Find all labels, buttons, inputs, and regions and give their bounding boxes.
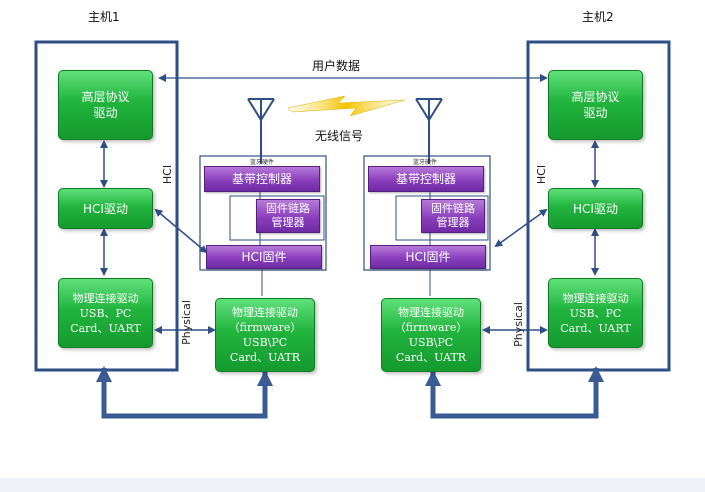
bt-hw-caption-1: 蓝牙硬件 — [250, 159, 275, 166]
fw-phys-line1: 物理连接驱动 — [232, 306, 298, 319]
hci-firmware-label: HCI固件 — [241, 249, 287, 264]
antenna-icon — [247, 98, 275, 164]
hci-firmware-2: HCI固件 — [370, 245, 486, 269]
bt-hw-frame-2 — [363, 155, 491, 271]
fw-phys-line2: （firmware） — [394, 321, 468, 334]
arrow-hci-1 — [154, 208, 208, 254]
phys-driver-line1: 物理连接驱动 — [562, 291, 629, 305]
fw-physical-driver-1: 物理连接驱动 （firmware） USB\PC Card、UATR — [215, 298, 315, 372]
bt-hw-caption-2: 蓝牙硬件 — [413, 159, 438, 166]
baseband-controller-2: 基带控制器 — [368, 166, 484, 192]
upper-driver-line1: 高层协议 — [571, 90, 620, 104]
bottom-strip — [0, 478, 705, 492]
wireless-signal-icon — [287, 95, 406, 117]
hci-driver-2: HCI驱动 — [548, 188, 643, 229]
fw-phys-line4: Card、UATR — [395, 351, 467, 364]
physical-driver-2: 物理连接驱动 USB、PC Card、UART — [548, 278, 643, 348]
baseband-controller-1: 基带控制器 — [204, 166, 320, 192]
host1-title: 主机1 — [88, 10, 120, 24]
fw-phys-line3: USB\PC — [408, 336, 454, 349]
antenna-icon — [415, 98, 443, 164]
hci-driver-label: HCI驱动 — [83, 201, 128, 216]
link-manager-frame-1 — [229, 195, 325, 241]
fw-phys-line4: Card、UATR — [229, 351, 301, 364]
fw-phys-line2: （firmware） — [228, 321, 302, 334]
physical-link-2 — [430, 368, 599, 419]
hci-firmware-label: HCI固件 — [405, 249, 451, 264]
fw-physical-driver-2: 物理连接驱动 （firmware） USB\PC Card、UATR — [381, 298, 481, 372]
upper-driver-line2: 驱动 — [583, 106, 608, 120]
user-data-label: 用户数据 — [312, 59, 361, 73]
hci-firmware-1: HCI固件 — [206, 245, 322, 269]
hci-driver-label: HCI驱动 — [573, 201, 618, 216]
baseband-label: 基带控制器 — [231, 171, 292, 186]
link-manager-1: 固件链路 管理器 — [256, 199, 320, 233]
phys-driver-line2: USB、PC — [569, 306, 622, 320]
link-manager-line2: 管理器 — [436, 216, 470, 229]
phys-driver-line3: Card、UART — [70, 321, 141, 335]
physical-label-2: Physical — [511, 302, 525, 347]
link-manager-frame-2 — [395, 195, 489, 241]
hci-label-2: HCI — [535, 164, 549, 185]
link-manager-line2: 管理器 — [271, 216, 305, 229]
phys-driver-line3: Card、UART — [560, 321, 631, 335]
upper-protocol-driver-1: 高层协议 驱动 — [58, 70, 153, 140]
phys-driver-line2: USB、PC — [79, 306, 132, 320]
host2-title: 主机2 — [582, 10, 614, 24]
upper-driver-line2: 驱动 — [93, 106, 118, 120]
physical-label-1: Physical — [179, 300, 193, 345]
fw-phys-line3: USB\PC — [242, 336, 288, 349]
hci-driver-1: HCI驱动 — [58, 188, 153, 229]
physical-link-1 — [101, 368, 268, 419]
hci-label-1: HCI — [161, 164, 175, 185]
link-manager-line1: 固件链路 — [266, 202, 310, 215]
upper-protocol-driver-2: 高层协议 驱动 — [548, 70, 643, 140]
arrow-hci-2 — [494, 208, 548, 248]
physical-driver-1: 物理连接驱动 USB、PC Card、UART — [58, 278, 153, 348]
wireless-label: 无线信号 — [315, 129, 364, 143]
baseband-label: 基带控制器 — [395, 171, 456, 186]
phys-driver-line1: 物理连接驱动 — [72, 291, 139, 305]
fw-phys-line1: 物理连接驱动 — [398, 306, 464, 319]
upper-driver-line1: 高层协议 — [81, 90, 130, 104]
link-manager-line1: 固件链路 — [431, 202, 475, 215]
link-manager-2: 固件链路 管理器 — [421, 199, 485, 233]
